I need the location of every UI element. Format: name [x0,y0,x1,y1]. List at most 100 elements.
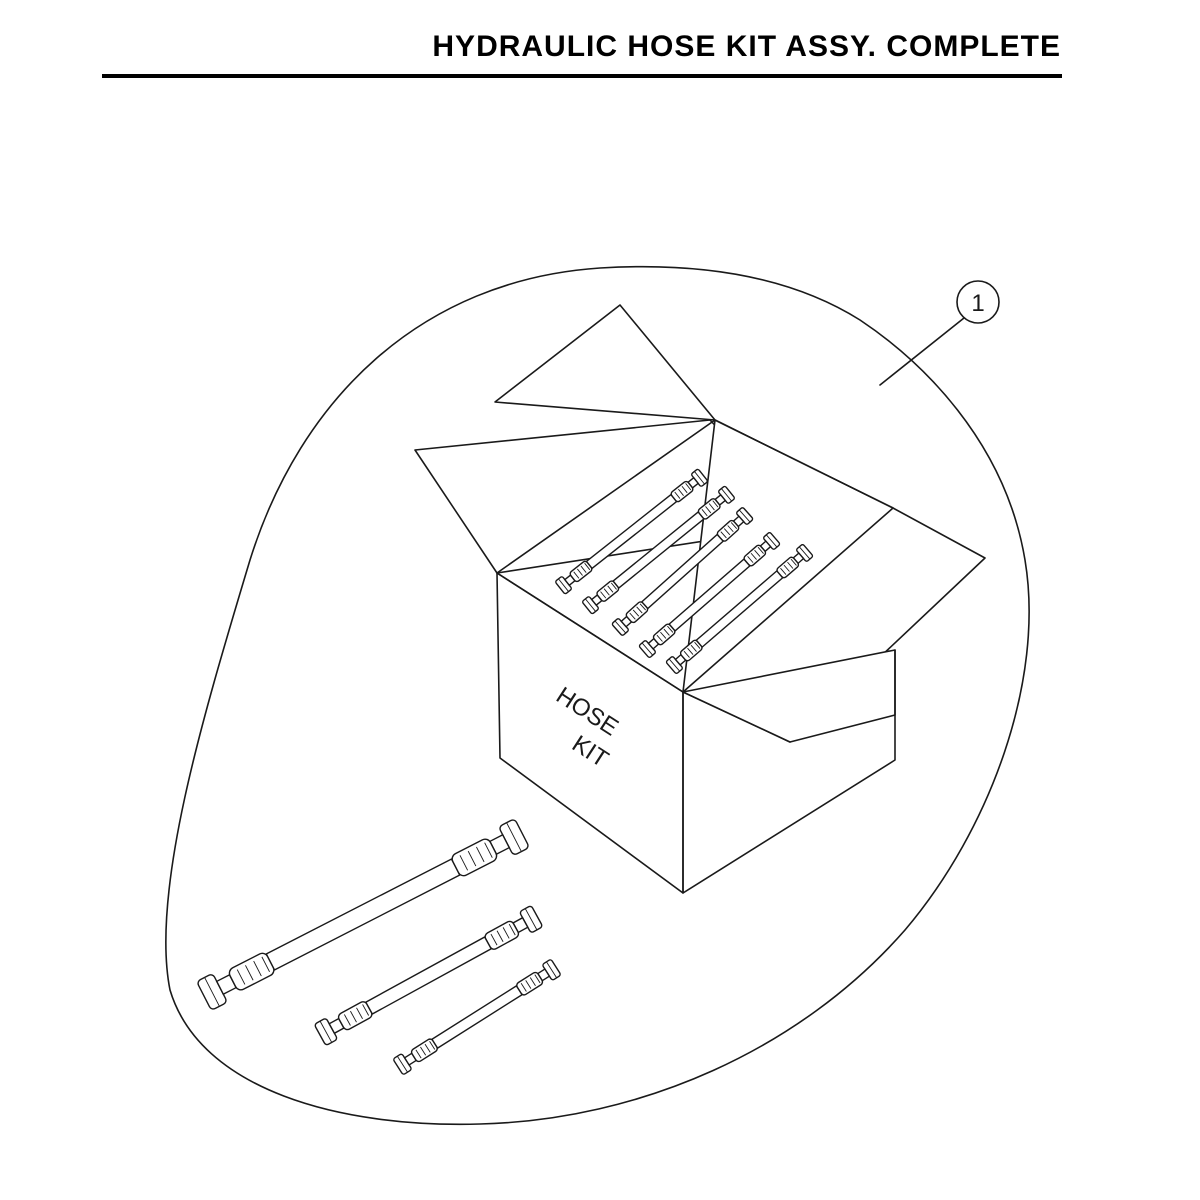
ferrule-crimp-line [496,930,504,942]
ferrule-crimp-line [415,1049,422,1059]
ferrule-crimp-line [708,503,715,511]
ferrule-crimp-line [584,562,591,571]
hose-tube [364,936,493,1015]
ferrule-crimp-line [607,585,614,593]
nut-flat-line [546,961,557,979]
ferrule-crimp-line [754,549,761,557]
ferrule-crimp-line [667,625,674,633]
loose-hose-assembly-medium[interactable] [314,905,543,1046]
ferrule-crimp-line [253,960,262,977]
boxed-hose-assembly[interactable] [555,468,708,595]
loose-hose-assembly-large[interactable] [197,819,530,1011]
ferrule-crimp-line [534,974,541,984]
loose-hoses [197,819,561,1075]
ferrule-crimp-line [685,483,692,491]
nut-flat-line [585,598,596,612]
ferrule-crimp-line [681,485,688,494]
ferrule-crimp-line [508,923,516,936]
ferrule-crimp-line [245,965,254,981]
ferrule-crimp-line [467,850,477,867]
ferrule-crimp-line [727,525,734,533]
ferrule-crimp-line [683,650,690,658]
ferrule-crimp-line [610,582,617,590]
nut-flat-line [641,642,654,656]
hose-tube [695,569,784,649]
ferrule-crimp-line [674,491,681,499]
ferrule-crimp-line [520,983,527,992]
hose-tube [612,511,705,589]
ferrule-crimp-line [705,506,712,514]
ferrule-crimp-line [790,558,797,566]
ferrule-crimp-line [459,855,469,871]
ferrule-crimp-line [490,933,498,946]
nut-flat-line [738,509,751,523]
ferrule-crimp-line [603,588,610,596]
callout-1[interactable]: 1 [879,280,1000,386]
ferrule-crimp-line [687,647,694,655]
box-back-flap [494,304,716,421]
nut-flat-line [558,578,569,592]
ferrule-crimp-line [723,528,731,536]
ferrule-crimp-line [757,546,764,554]
boxed-hose-assembly[interactable] [665,544,814,674]
hose-tube [265,858,461,971]
ferrule-crimp-line [429,1040,436,1050]
ferrule-crimp-line [701,509,708,517]
ferrule-crimp-line [783,564,790,572]
hoses-in-box [555,468,814,674]
page-title: HYDRAULIC HOSE KIT ASSY. COMPLETE [432,30,1061,63]
ferrule-crimp-line [580,565,587,573]
hose-kit-box[interactable]: HOSE KIT [414,304,986,894]
hose-tube [585,493,678,570]
ferrule-crimp-line [750,552,757,560]
nut-flat-line [694,471,705,485]
ferrule-crimp-line [720,531,727,539]
nut-flat-line [524,908,538,931]
ferrule-crimp-line [629,612,636,620]
hose-tube [640,533,725,610]
loose-hose-assembly-small[interactable] [393,959,561,1075]
nut-flat-line [506,822,522,852]
kit-group-outline [164,265,1030,1126]
hose-tube [668,558,751,632]
ferrule-crimp-line [484,842,493,858]
ferrule-crimp-line [678,488,684,496]
hose-tube [431,984,523,1050]
nut-flat-line [614,620,627,634]
ferrule-crimp-line [420,1046,427,1056]
ferrule-crimp-line [573,571,580,579]
nut-flat-line [204,977,220,1007]
ferrule-crimp-line [694,641,701,649]
nut-flat-line [798,546,811,560]
ferrule-crimp-line [600,591,607,599]
box-right-face [682,649,896,894]
ferrule-crimp-line [350,1010,357,1023]
boxed-hose-assembly[interactable] [638,532,781,658]
ferrule-crimp-line [424,1043,431,1053]
nut-flat-line [397,1055,408,1073]
ferrule-crimp-line [356,1007,363,1020]
callout-number: 1 [971,290,984,317]
ferrule-crimp-line [712,500,719,508]
ferrule-crimp-line [787,561,794,569]
ferrule-crimp-line [577,568,583,576]
ferrule-crimp-line [261,956,270,973]
ferrule-crimp-line [780,567,787,575]
nut-flat-line [721,488,732,502]
ferrule-crimp-line [525,980,532,989]
ferrule-crimp-line [663,628,670,636]
nut-flat-line [765,534,778,548]
ferrule-crimp-line [476,846,485,863]
callout-circle [956,280,1000,324]
ferrule-crimp-line [690,644,697,652]
ferrule-crimp-line [747,556,754,563]
ferrule-crimp-line [730,522,738,529]
boxed-hose-assembly[interactable] [611,507,754,636]
ferrule-crimp-line [529,977,536,987]
ferrule-crimp-line [502,927,510,939]
boxed-hose-assembly[interactable] [582,485,735,615]
ferrule-crimp-line [660,631,667,639]
nut-flat-line [319,1020,333,1043]
